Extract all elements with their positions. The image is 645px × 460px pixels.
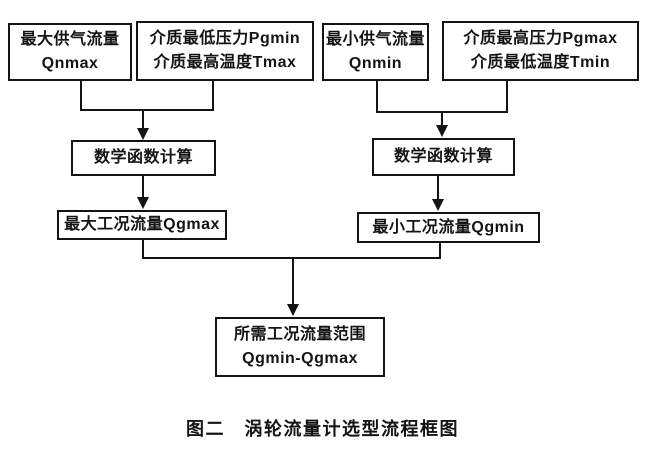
arrowhead-down-icon [432, 199, 444, 211]
arrowhead-down-icon [436, 125, 448, 137]
node-text-line: 所需工况流量范围 [233, 326, 366, 343]
node-text-line: 最大供气流量 [20, 31, 120, 48]
node-text-line: Qnmax [41, 55, 99, 72]
node-math-function-calc-left: 数学函数计算 [71, 140, 216, 176]
arrowhead-down-icon [137, 128, 149, 140]
node-text-line: 数学函数计算 [93, 149, 193, 166]
node-min-pressure-max-temp: 介质最低压力Pgmin 介质最高温度Tmax [136, 21, 314, 81]
connector-calc-to-qgmax [137, 176, 149, 209]
node-text-line: 介质最低压力Pgmin [149, 30, 301, 47]
node-text-line: 介质最高压力Pgmax [463, 30, 618, 47]
connector-calc-to-qgmin [432, 176, 444, 211]
node-text-line: 最小工况流量Qgmin [372, 218, 525, 236]
connector-merge-to-result [142, 240, 441, 316]
arrowhead-down-icon [287, 304, 299, 316]
node-max-supply-flow: 最大供气流量 Qnmax [8, 23, 132, 81]
arrowhead-down-icon [137, 197, 149, 209]
node-max-pressure-min-temp: 介质最高压力Pgmax 介质最低温度Tmin [442, 21, 639, 81]
connector-right-inputs-to-calc [376, 81, 508, 137]
node-text-line: 介质最低温度Tmin [470, 54, 611, 71]
node-text-line: 介质最高温度Tmax [153, 54, 297, 71]
node-max-working-flow: 最大工况流量Qgmax [57, 210, 227, 240]
node-text-line: 最小供气流量 [325, 31, 425, 48]
node-text-line: Qnmin [348, 55, 403, 72]
node-text-line: 数学函数计算 [393, 148, 493, 165]
connector-left-inputs-to-calc [80, 81, 214, 140]
node-math-function-calc-right: 数学函数计算 [372, 138, 515, 176]
node-required-flow-range: 所需工况流量范围 Qgmin-Qgmax [215, 317, 385, 377]
node-min-supply-flow: 最小供气流量 Qnmin [322, 23, 429, 81]
node-min-working-flow: 最小工况流量Qgmin [357, 212, 540, 243]
node-text-line: Qgmin-Qgmax [242, 350, 358, 367]
figure-caption: 图二 涡轮流量计选型流程框图 [186, 419, 459, 439]
node-text-line: 最大工况流量Qgmax [64, 216, 220, 233]
